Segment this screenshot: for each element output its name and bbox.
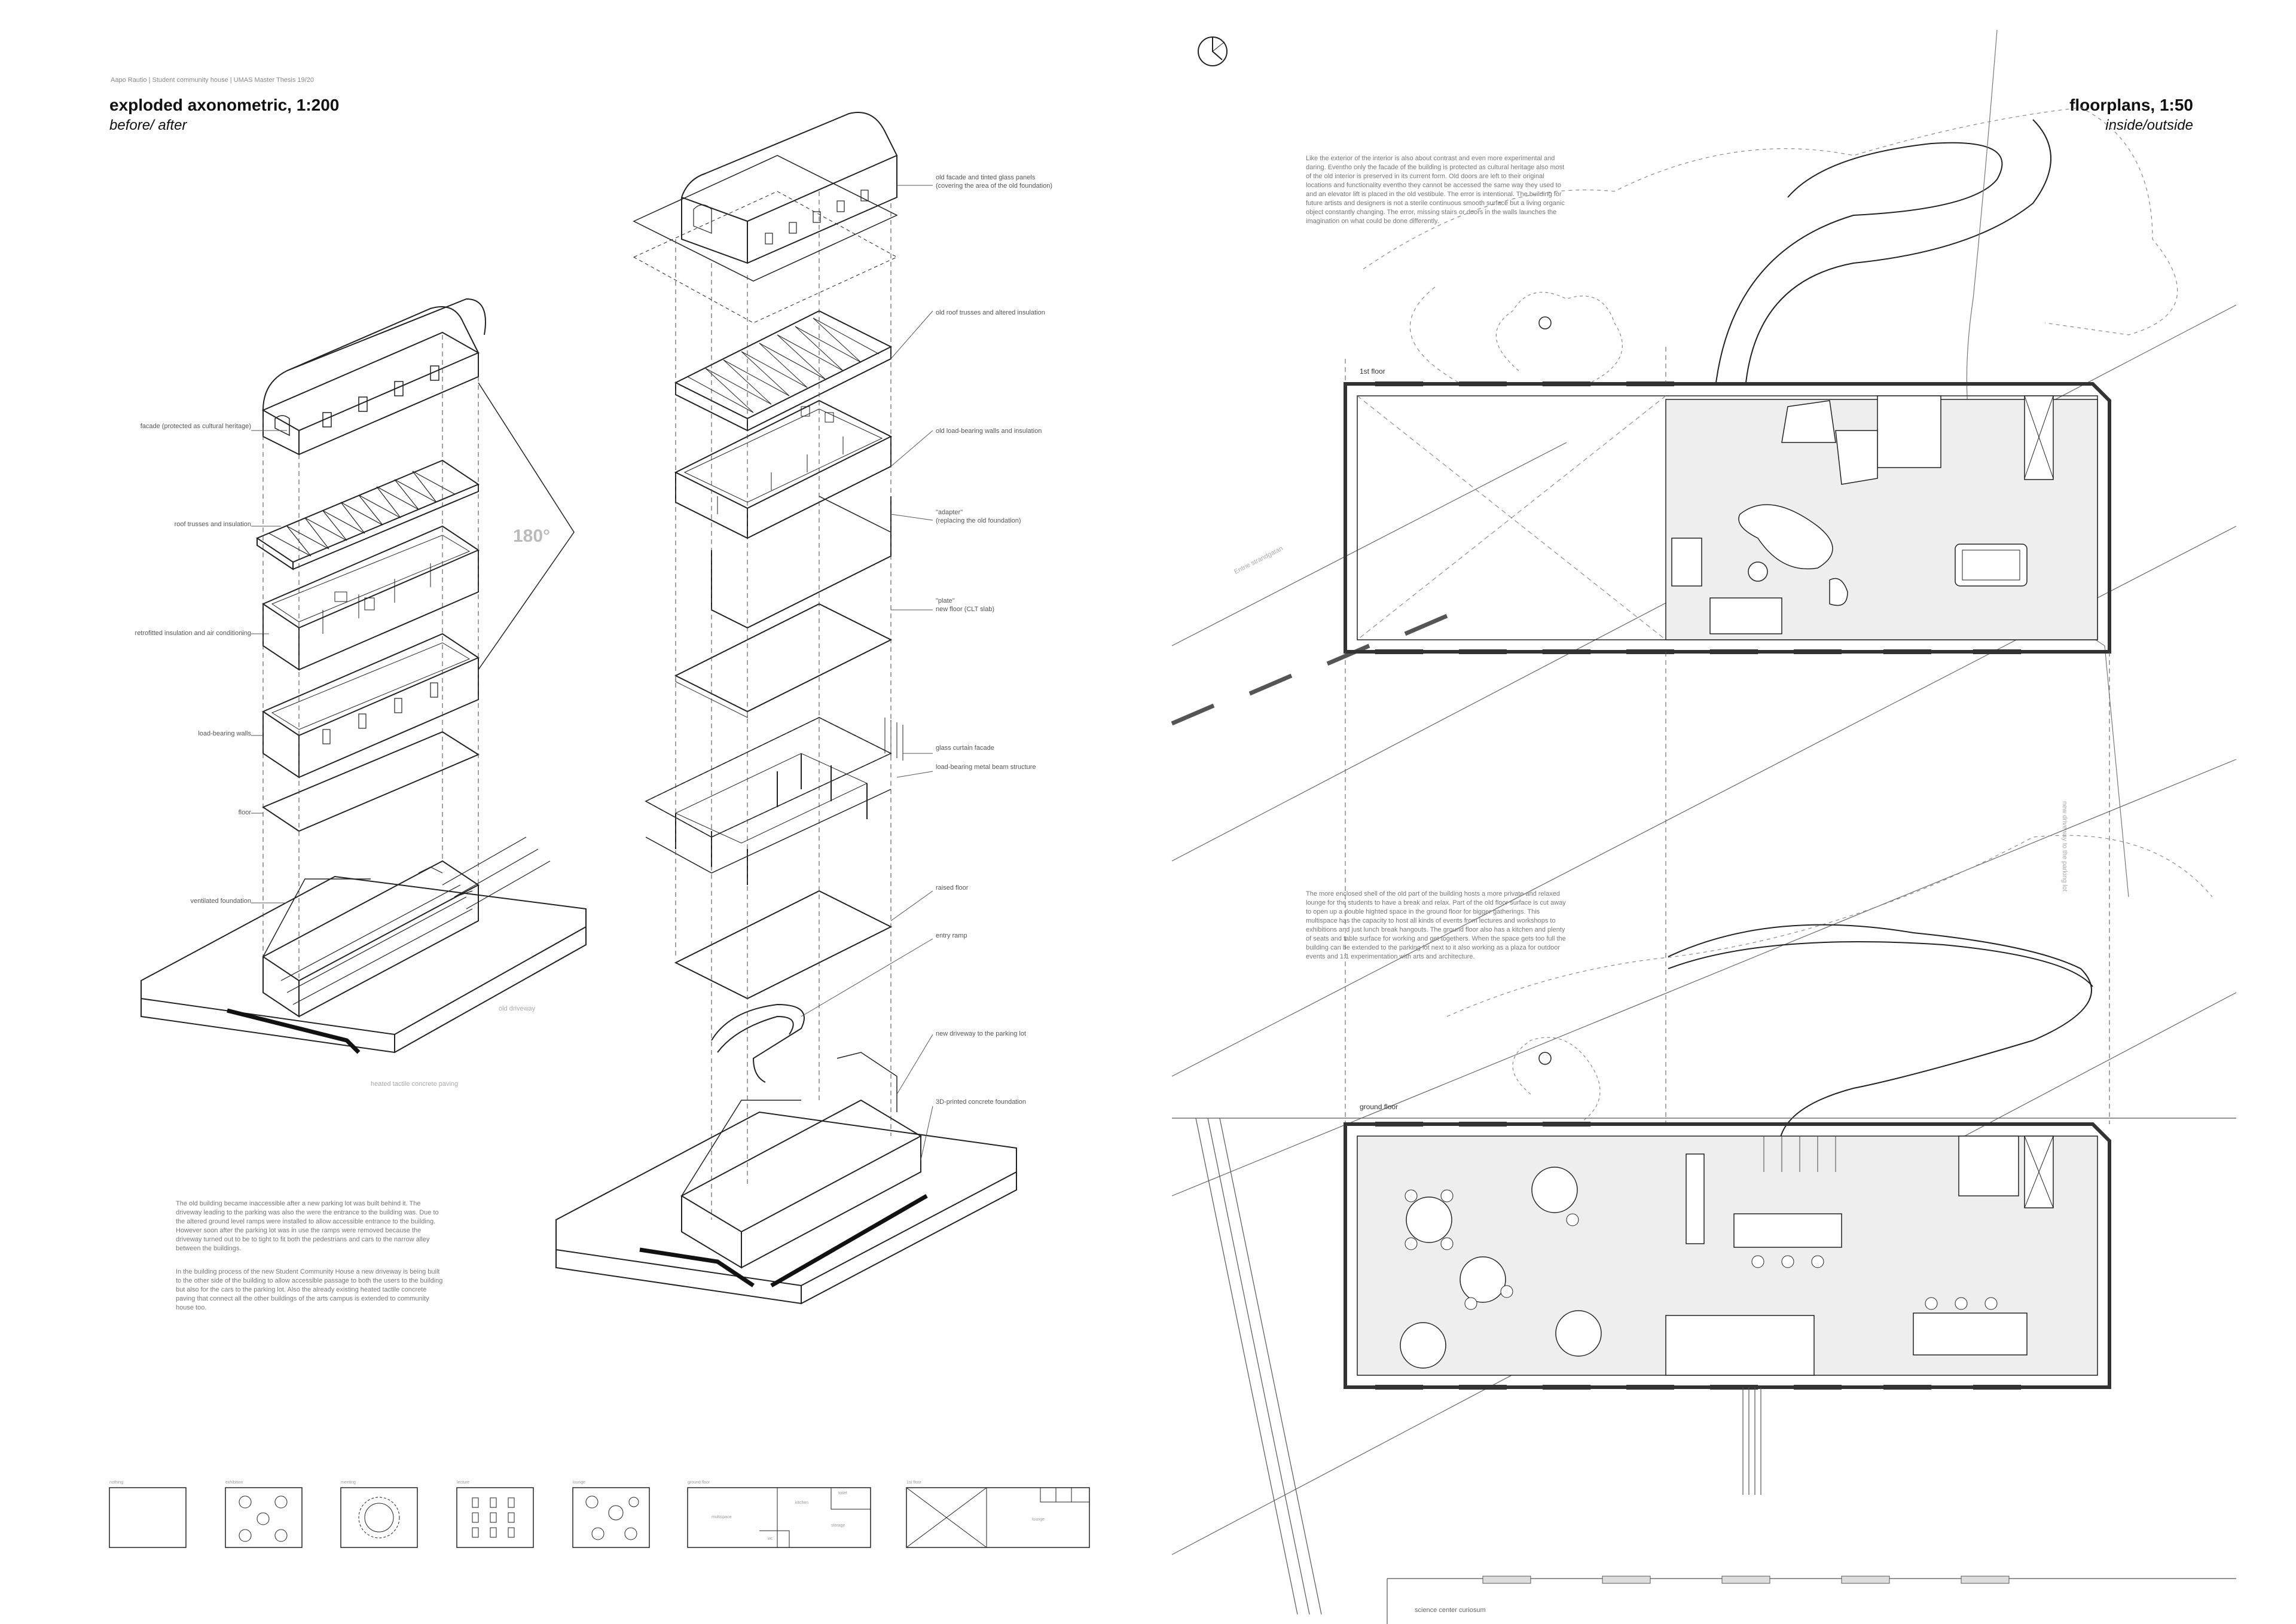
icon-exhibition bbox=[225, 1487, 303, 1548]
after-label-plate: "plate" new floor (CLT slab) bbox=[936, 597, 995, 613]
caption-ground-floor: ground floor bbox=[688, 1480, 710, 1485]
icon-ground-floor bbox=[687, 1487, 871, 1548]
after-axonometric bbox=[555, 112, 1017, 1305]
before-label-facade: facade (protected as cultural heritage) bbox=[140, 423, 251, 430]
paragraph-before-1: The old building became inaccessible aft… bbox=[176, 1200, 439, 1252]
after-label-walls: old load-bearing walls and insulation bbox=[936, 428, 1042, 435]
before-label-foundation: ventilated foundation bbox=[190, 898, 251, 905]
before-label-floor: floor bbox=[238, 809, 251, 816]
after-label-driveway: new driveway to the parking lot bbox=[936, 1030, 1027, 1037]
before-axonometric bbox=[141, 298, 587, 1054]
paragraph-lounge: The more enclosed shell of the old part … bbox=[1306, 890, 1566, 960]
room-lounge: lounge bbox=[1032, 1518, 1045, 1522]
usage-icon-row bbox=[109, 1487, 1090, 1548]
left-subtitle: before/ after bbox=[109, 117, 187, 133]
icon-first-floor bbox=[906, 1487, 1090, 1548]
label-new-driveway: new driveway to the parking lot bbox=[2061, 801, 2068, 892]
paragraph-before-2: In the building process of the new Stude… bbox=[176, 1268, 443, 1311]
after-label-3d-foundation: 3D-printed concrete foundation bbox=[936, 1098, 1027, 1106]
icon-lecture bbox=[456, 1487, 534, 1548]
caption-lecture: lecture bbox=[457, 1480, 470, 1485]
floorplans bbox=[1171, 29, 2237, 1624]
after-label-ramp: entry ramp bbox=[936, 932, 967, 939]
icon-meeting bbox=[340, 1487, 418, 1548]
left-title: exploded axonometric, 1:200 bbox=[109, 96, 340, 114]
icon-nothing bbox=[109, 1487, 187, 1548]
room-toilet: toilet bbox=[838, 1491, 847, 1495]
before-label-walls: load-bearing walls bbox=[198, 730, 251, 737]
label-first-floor: 1st floor bbox=[1360, 367, 1385, 376]
label-ground-floor: ground floor bbox=[1360, 1103, 1399, 1111]
right-title: floorplans, 1:50 bbox=[2069, 96, 2193, 114]
caption-meeting: meeting bbox=[341, 1480, 356, 1485]
rotation-label: 180° bbox=[513, 526, 551, 546]
after-label-raised-floor: raised floor bbox=[936, 884, 969, 892]
caption-lounge: lounge bbox=[573, 1480, 586, 1485]
room-storage: storage bbox=[831, 1524, 845, 1528]
credit-line: Aapo Rautio | Student community house | … bbox=[111, 77, 314, 84]
after-label-glass: glass curtain facade bbox=[936, 744, 994, 752]
caption-exhibition: exhibition bbox=[225, 1480, 243, 1485]
paragraph-interior: Like the exterior of the interior is als… bbox=[1306, 155, 1565, 225]
label-science-center: science center curiosum bbox=[1415, 1607, 1486, 1614]
caption-nothing: nothing bbox=[109, 1480, 123, 1485]
room-wc: wc bbox=[768, 1537, 773, 1541]
after-label-beams: load-bearing metal beam structure bbox=[936, 764, 1036, 771]
after-label-roof: old roof trusses and altered insulation bbox=[936, 309, 1045, 316]
right-subtitle: inside/outside bbox=[2105, 117, 2193, 133]
before-label-roof: roof trusses and insulation bbox=[174, 521, 251, 528]
room-multispace: multispace bbox=[712, 1515, 732, 1519]
after-label-adapter: "adapter" (replacing the old foundation) bbox=[936, 509, 1021, 524]
before-label-insulation: retrofitted insulation and air condition… bbox=[135, 630, 251, 637]
icon-lounge bbox=[572, 1487, 650, 1548]
room-kitchen: kitchen bbox=[795, 1501, 809, 1505]
before-label-tactile: heated tactile concrete paving bbox=[371, 1080, 459, 1088]
caption-first-floor: 1st floor bbox=[906, 1480, 921, 1485]
after-label-facade: old facade and tinted glass panels (cove… bbox=[936, 174, 1053, 190]
before-label-old-driveway: old driveway bbox=[499, 1005, 536, 1012]
north-arrow-icon bbox=[1198, 36, 1228, 66]
